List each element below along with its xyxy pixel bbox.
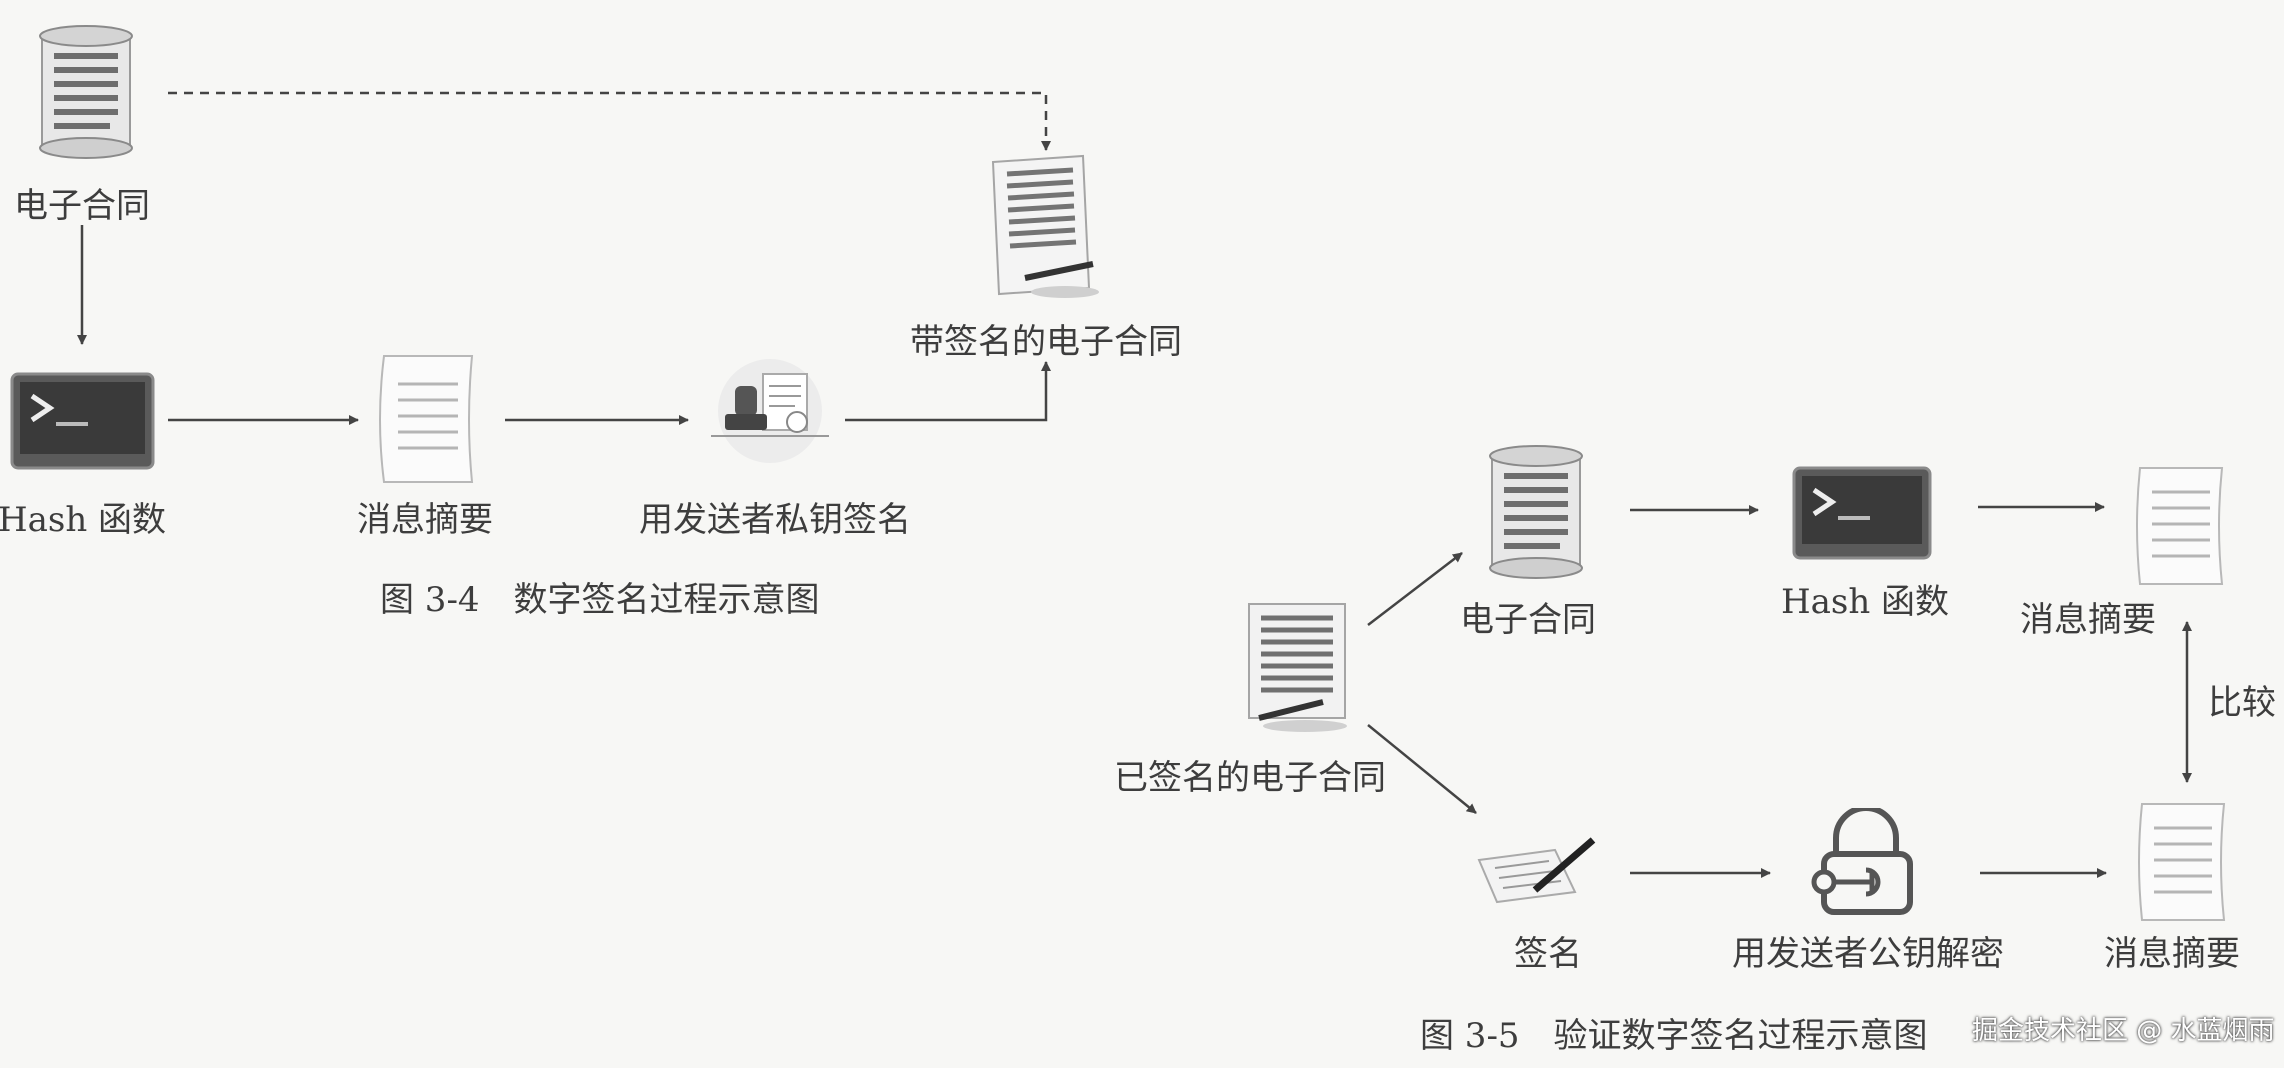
padlock-key-icon — [1811, 808, 1913, 915]
watermark: 掘金技术社区 @ 水蓝烟雨 — [1972, 1016, 2275, 1046]
arrow-signed-to-signature — [1367, 724, 1477, 814]
label-compare: 比较 — [2208, 683, 2276, 723]
label-signature: 签名 — [1514, 934, 1582, 974]
label-contract: 电子合同 — [14, 186, 150, 226]
label-hash-function: Hash 函数 — [0, 500, 167, 540]
label-hash-function-2: Hash 函数 — [1780, 582, 1950, 622]
label-signed-contract: 带签名的电子合同 — [910, 322, 1182, 362]
message-digest-icon-2 — [2136, 467, 2224, 585]
label-message-digest-top: 消息摘要 — [2020, 600, 2156, 640]
label-public-key-decrypt: 用发送者公钥解密 — [1732, 934, 2004, 974]
signature-icon — [1477, 837, 1596, 904]
label-contract-2: 电子合同 — [1460, 600, 1596, 640]
stamp-sign-icon — [711, 359, 829, 463]
arrow-signed-to-contract — [1367, 552, 1463, 626]
signed-contract-icon — [991, 154, 1099, 298]
label-signed-contract-2: 已签名的电子合同 — [1114, 758, 1386, 798]
terminal-icon — [10, 372, 155, 470]
label-message-digest: 消息摘要 — [357, 500, 493, 540]
label-private-key-sign: 用发送者私钥签名 — [639, 500, 911, 540]
scroll-document-icon — [39, 25, 133, 159]
signed-contract-icon-2 — [1248, 603, 1347, 732]
figure-caption-3-5: 图 3-5 验证数字签名过程示意图 — [1420, 1016, 1928, 1056]
message-digest-icon — [379, 355, 474, 483]
scroll-document-icon-2 — [1489, 445, 1583, 579]
arrow-contract-to-signed-dashed — [168, 91, 1051, 151]
message-digest-icon-3 — [2138, 803, 2226, 921]
label-message-digest-bottom: 消息摘要 — [2104, 934, 2240, 974]
terminal-icon-2 — [1792, 466, 1932, 560]
arrow-sign-to-signed — [845, 361, 1051, 422]
figure-caption-3-4: 图 3-4 数字签名过程示意图 — [380, 580, 820, 620]
